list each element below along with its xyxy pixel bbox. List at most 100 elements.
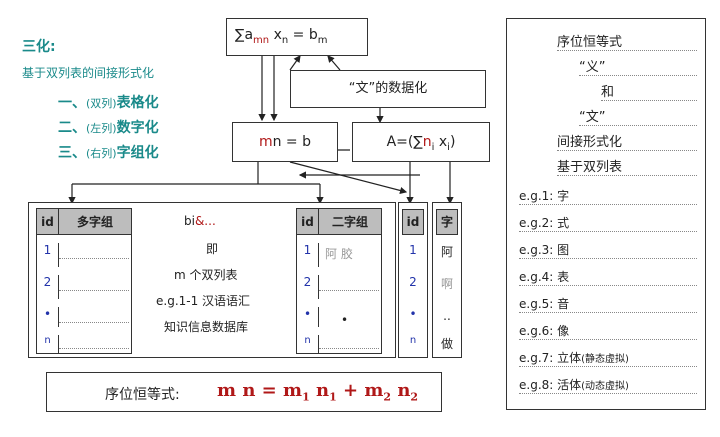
- bottom-formula-expr: m n = m1 n1 + m2 n2: [217, 380, 418, 404]
- middle-line-3: m 个双列表: [174, 268, 238, 282]
- middle-line-4: e.g.1-1 汉语语汇: [156, 294, 251, 308]
- left-table-row-3-val: [59, 307, 129, 323]
- right-line-3: 和: [601, 81, 697, 101]
- expr-main: m n = m: [217, 380, 303, 401]
- expr-sub-3: 2: [383, 390, 392, 404]
- formula-eq: =: [292, 27, 305, 43]
- formula-b: b: [308, 27, 318, 43]
- formula-top-box: ∑amn xn = bm: [226, 18, 368, 56]
- a-box: A=(∑ni xi): [352, 122, 490, 162]
- narrow-id-column: id 1 2 • n: [398, 202, 428, 358]
- right-line-4: “文”: [579, 106, 697, 126]
- middle-line-5: 知识信息数据库: [164, 320, 249, 334]
- narrow-char-row-2: 啊: [440, 277, 453, 291]
- left-table-row-4-id: n: [37, 335, 59, 353]
- a-n: n: [422, 134, 432, 150]
- example-key: e.g.2:: [519, 216, 554, 230]
- example-3: e.g.3: 图: [519, 241, 697, 259]
- narrow-id-row-4: n: [409, 335, 417, 346]
- expr-sub-2: 1: [329, 390, 337, 404]
- example-note: (动态虚拟): [581, 381, 629, 392]
- item-paren: (双列): [86, 97, 117, 110]
- example-key: e.g.4:: [519, 270, 554, 284]
- left-table-row-2-val: [59, 275, 129, 291]
- item-label: 字组化: [116, 145, 159, 161]
- example-5: e.g.5: 音: [519, 295, 697, 313]
- expr-end: n: [391, 380, 411, 401]
- right-line-6: 基于双列表: [557, 156, 697, 176]
- middle-bi: bi: [184, 214, 195, 228]
- right-table-header-id: id: [297, 209, 319, 235]
- narrow-id-header: id: [402, 209, 424, 235]
- left-table: id 多字组 1 2 • n: [36, 208, 132, 354]
- mn-m: m: [258, 134, 273, 150]
- sum-symbol: ∑: [235, 27, 245, 43]
- example-key: e.g.5:: [519, 297, 554, 311]
- example-key: e.g.6:: [519, 324, 554, 338]
- item-prefix: 三、: [58, 145, 86, 161]
- example-val: 图: [557, 243, 570, 257]
- wen-data-box: “文”的数据化: [290, 70, 486, 108]
- middle-bi-rest: &...: [194, 214, 216, 228]
- a-x-sub: i: [447, 141, 450, 153]
- heading-title: 三化:: [22, 39, 56, 55]
- a-x: x: [438, 134, 448, 150]
- item-paren: (右列): [86, 147, 117, 160]
- expr-sub-4: 2: [410, 390, 419, 404]
- right-table-row-4-val: [319, 335, 379, 349]
- right-table-row-3-val: •: [341, 313, 349, 327]
- bottom-formula-box: 序位恒等式: m n = m1 n1 + m2 n2: [46, 372, 442, 412]
- right-line-2: “义”: [579, 56, 697, 76]
- formula-x-sub: n: [281, 34, 289, 46]
- expr-plus: + m: [336, 380, 384, 401]
- bottom-formula-label: 序位恒等式:: [105, 387, 180, 403]
- narrow-id-row-1: 1: [409, 243, 417, 257]
- formula-x: x: [273, 27, 282, 43]
- item-label: 表格化: [116, 95, 159, 111]
- right-line-5: 间接形式化: [557, 131, 697, 151]
- example-val: 式: [557, 216, 570, 230]
- formula-a: a: [244, 27, 254, 43]
- item-prefix: 二、: [58, 120, 86, 136]
- narrow-id-row-2: 2: [409, 275, 417, 289]
- example-key: e.g.7:: [519, 351, 554, 365]
- expr-mid: n: [309, 380, 330, 401]
- middle-line-1: bi&...: [184, 214, 216, 228]
- item-prefix: 一、: [58, 95, 86, 111]
- right-table-row-1-val: 阿 胶: [325, 247, 353, 261]
- example-key: e.g.3:: [519, 243, 554, 257]
- expr-sub-1: 1: [302, 390, 310, 404]
- example-4: e.g.4: 表: [519, 268, 697, 286]
- narrow-char-row-4: 做: [440, 337, 453, 351]
- right-table-row-2-val: [319, 275, 379, 291]
- left-table-row-1-id: 1: [37, 243, 59, 267]
- example-8: e.g.8: 活体(动态虚拟): [519, 376, 697, 394]
- left-table-row-1-val: [59, 243, 129, 259]
- middle-line-2: 即: [206, 242, 219, 256]
- example-6: e.g.6: 像: [519, 322, 697, 340]
- example-val: 表: [557, 270, 570, 284]
- right-table: id 二字组 1 阿 胶 2 • • n: [296, 208, 382, 354]
- example-key: e.g.8:: [519, 378, 554, 392]
- right-table-row-3-id: •: [297, 307, 319, 327]
- heading-subtitle: 基于双列表的间接形式化: [22, 66, 155, 80]
- heading-item-2: 二、(左列)数字化: [58, 117, 159, 137]
- right-table-row-4-id: n: [297, 335, 319, 353]
- example-val: 字: [557, 189, 570, 203]
- right-panel: 序位恒等式 “义” 和 “文” 间接形式化 基于双列表 e.g.1: 字 e.g…: [506, 18, 706, 410]
- right-table-header-col: 二字组: [319, 209, 381, 235]
- narrow-char-column: 字 阿 啊 .. 做: [432, 202, 462, 358]
- left-table-row-3-id: •: [37, 307, 59, 327]
- example-2: e.g.2: 式: [519, 214, 697, 232]
- a-close: ): [449, 134, 456, 150]
- example-note: (静态虚拟): [581, 354, 629, 365]
- formula-b-sub: m: [317, 34, 328, 46]
- example-val: 像: [557, 324, 570, 338]
- example-7: e.g.7: 立体(静态虚拟): [519, 349, 697, 367]
- narrow-char-header: 字: [436, 209, 458, 235]
- example-val: 音: [557, 297, 570, 311]
- mn-rest: = b: [281, 134, 312, 150]
- narrow-char-row-3: ..: [443, 309, 451, 323]
- right-table-row-2-id: 2: [297, 275, 319, 299]
